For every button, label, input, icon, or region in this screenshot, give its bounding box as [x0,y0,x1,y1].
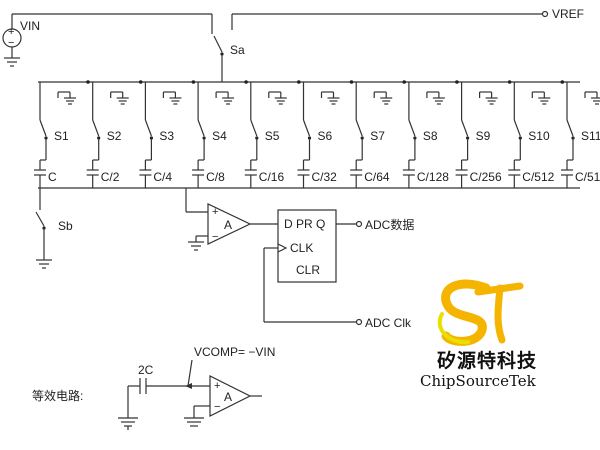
cap-label-10: C/512 [522,170,554,184]
cap-label-9: C/256 [470,170,502,184]
flip-flop-box [277,209,337,283]
bus-node [297,80,301,84]
ff-top-label: D PR Q [284,217,325,231]
equiv-minus: − [214,401,220,413]
bus-node [507,80,512,84]
switch-label-2: S2 [107,129,122,143]
comparator-plus: + [212,206,218,218]
bus-node [138,80,143,84]
vin-source-plus: + [8,26,14,38]
comparator-label: A [224,218,232,232]
switch-sa [213,35,224,82]
branch-3: S3C/4 [139,82,182,188]
vcomp-label: VCOMP= −VIN [194,345,275,359]
vin-label: VIN [20,19,40,33]
switch-label-7: S7 [370,129,385,143]
cap-label-1: C [48,170,57,184]
sb-label: Sb [58,219,73,233]
vin-source-minus: − [8,37,14,49]
sa-label: Sa [230,43,245,57]
switch-label-5: S5 [265,129,280,143]
switch-label-1: S1 [54,129,69,143]
chipsourcetek-logo-icon [437,279,524,346]
adc-clk-label: ADC Clk [365,316,412,330]
branch-7: S7C/64 [350,82,393,188]
equiv-circuit [118,359,262,430]
equiv-label: 等效电路: [32,388,83,403]
cap-label-3: C/4 [153,170,172,184]
cap-label-8: C/128 [417,170,449,184]
branch-9: S9C/256 [455,82,502,188]
branch-1: S1C [34,82,76,188]
vref-label: VREF [552,7,584,21]
switch-label-8: S8 [423,129,438,143]
branch-2: S2C/2 [86,82,129,188]
switch-label-11: S11 [581,129,600,143]
equiv-cap-label: 2C [138,363,154,377]
switch-sb [35,188,52,269]
cap-label-6: C/32 [312,170,338,184]
equiv-comparator-label: A [224,390,232,404]
cap-label-2: C/2 [101,170,120,184]
cap-label-4: C/8 [206,170,225,184]
bus-node [455,80,459,84]
adc-data-terminal [355,220,363,228]
vin-source: + − [2,13,213,67]
vref-terminal [541,10,549,18]
bus-node [560,80,565,84]
ff-clr-label: CLR [296,263,320,277]
branch-6: S6C/32 [297,82,340,188]
brand-name-cn: 矽源特科技 [437,350,538,372]
brand-name-en: ChipSourceTek [420,372,536,390]
cap-label-5: C/16 [259,170,285,184]
switch-label-10: S10 [528,129,550,143]
ff-clk-marker [277,243,288,253]
cap-label-7: C/64 [364,170,390,184]
bus-node [191,80,196,84]
switch-label-3: S3 [159,129,174,143]
adc-clk-terminal [355,318,363,326]
bus-node [402,80,407,84]
branch-5: S5C/16 [244,82,287,188]
switch-label-6: S6 [318,129,333,143]
comparator-a [185,188,278,251]
switch-label-4: S4 [212,129,227,143]
comparator-minus: − [212,231,218,243]
ff-clk-label: CLK [290,241,313,255]
bus-node [86,80,90,84]
branch-4: S4C/8 [192,82,235,188]
cap-label-11: C/512 [575,170,600,184]
bus-node [244,80,248,84]
bus-node [349,80,354,84]
branch-8: S8C/128 [402,82,449,188]
equiv-plus: + [214,380,220,392]
switch-label-9: S9 [476,129,491,143]
adc-data-label: ADC数据 [365,217,414,232]
